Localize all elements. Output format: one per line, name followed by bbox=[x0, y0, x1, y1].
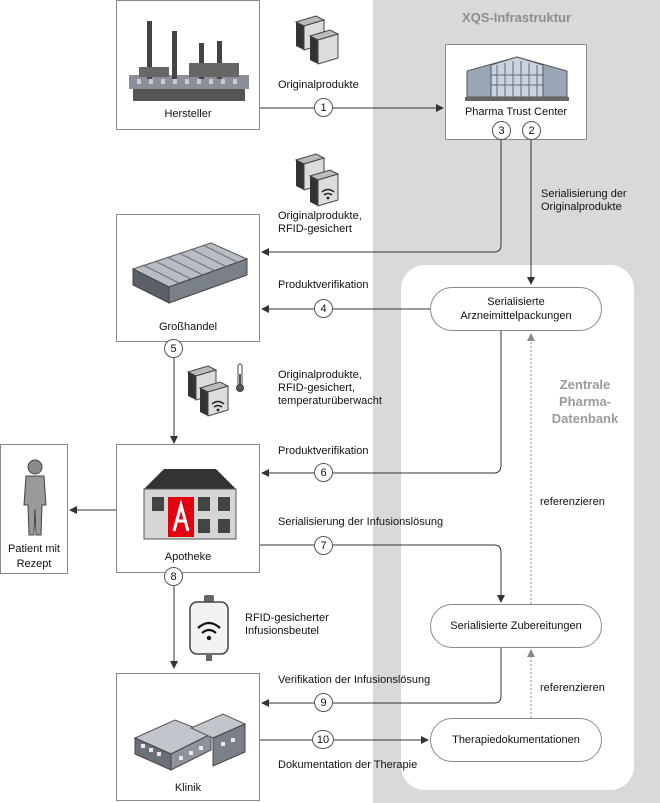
trust-center-box: Pharma Trust Center bbox=[445, 44, 587, 140]
person-icon bbox=[23, 459, 47, 536]
serialized-packages-entry: Serialisierte Arzneimittelpackungen bbox=[430, 287, 602, 331]
label-rfid-secured-products: Originalprodukte, RFID-gesichert bbox=[278, 210, 362, 235]
rfid-packages-icon bbox=[294, 153, 340, 207]
xqs-infrastructure-title: XQS-Infrastruktur bbox=[461, 10, 572, 25]
rfid-temperature-packages-icon bbox=[186, 363, 244, 417]
therapy-documentation-entry: Therapiedokumentationen bbox=[430, 718, 602, 762]
step-number-7: 7 bbox=[314, 536, 333, 555]
connector-step-7 bbox=[260, 544, 505, 603]
step-number-1: 1 bbox=[314, 98, 333, 117]
label-infusion-serialization: Serialisierung der Infusionslösung bbox=[278, 516, 444, 528]
manufacturer-box: Hersteller bbox=[116, 0, 260, 130]
step-number-8: 8 bbox=[164, 567, 183, 586]
step-number-4: 4 bbox=[314, 299, 333, 318]
manufacturer-label: Hersteller bbox=[164, 108, 212, 120]
pharmacy-box: Apotheke bbox=[116, 444, 260, 573]
infusion-bag-icon bbox=[189, 595, 229, 661]
clinic-label: Klinik bbox=[174, 782, 202, 794]
patient-box: Patient mit Rezept bbox=[0, 444, 68, 574]
central-database-title: Zentrale Pharma- Datenbank bbox=[551, 377, 619, 426]
step-number-2: 2 bbox=[522, 121, 541, 140]
label-original-products: Originalprodukte bbox=[278, 79, 359, 91]
trust-center-label: Pharma Trust Center bbox=[464, 106, 568, 118]
wholesale-box: Großhandel bbox=[116, 214, 260, 342]
office-building-icon bbox=[465, 56, 569, 101]
label-product-verification-1: Produktverifikation bbox=[278, 279, 369, 291]
pharmacy-a-sign-icon bbox=[168, 497, 194, 537]
serialized-preparations-entry: Serialisierte Zubereitungen bbox=[430, 604, 602, 648]
step-number-10: 10 bbox=[312, 730, 334, 749]
label-temperature-monitored-products: Originalprodukte, RFID-gesichert, temper… bbox=[278, 369, 382, 407]
hospital-icon bbox=[133, 713, 247, 771]
connector-step-9 bbox=[261, 648, 502, 707]
label-infusion-verification: Verifikation der Infusionslösung bbox=[278, 674, 431, 686]
label-serialization-original-products: Serialisierung der Originalprodukte bbox=[541, 188, 627, 213]
factory-icon bbox=[129, 21, 249, 101]
connector-step-6 bbox=[261, 331, 502, 477]
label-reference-2: referenzieren bbox=[540, 682, 605, 694]
label-therapy-documentation: Dokumentation der Therapie bbox=[278, 759, 418, 771]
wholesale-label: Großhandel bbox=[158, 321, 218, 333]
step-number-9: 9 bbox=[314, 693, 333, 712]
warehouse-icon bbox=[131, 242, 249, 304]
pharmacy-label: Apotheke bbox=[164, 551, 212, 563]
label-product-verification-2: Produktverifikation bbox=[278, 445, 369, 457]
connector-step-3 bbox=[261, 140, 502, 256]
step-number-6: 6 bbox=[314, 463, 333, 482]
step-number-5: 5 bbox=[164, 339, 183, 358]
patient-label: Patient mit Rezept bbox=[8, 543, 60, 570]
label-reference-1: referenzieren bbox=[540, 496, 605, 508]
medicine-packages-icon bbox=[294, 15, 340, 65]
label-rfid-infusion-bag: RFID-gesicherter Infusionsbeutel bbox=[245, 612, 329, 637]
pharmacy-building-icon bbox=[143, 469, 237, 540]
thermometer-icon bbox=[236, 363, 244, 392]
step-number-3: 3 bbox=[492, 121, 511, 140]
clinic-box: Klinik bbox=[116, 673, 260, 801]
